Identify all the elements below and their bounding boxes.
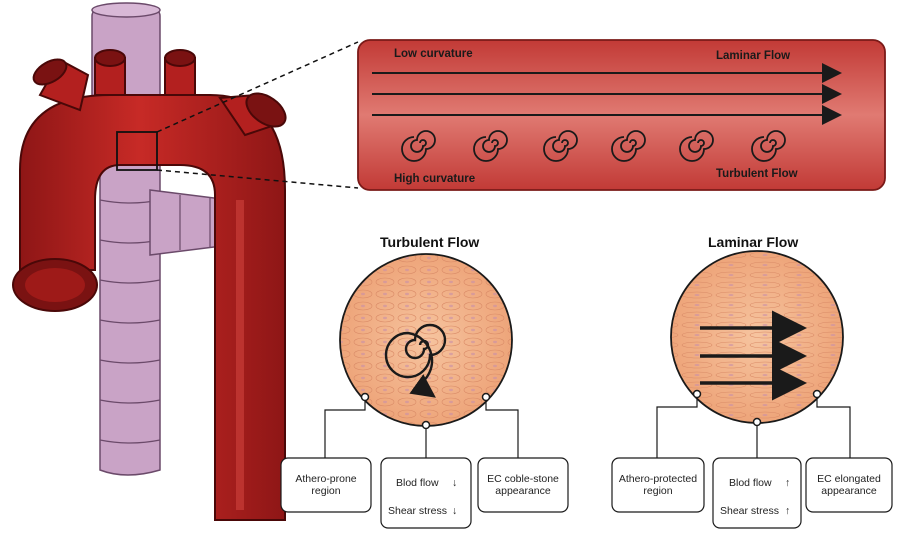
high-curvature-label: High curvature (394, 173, 475, 185)
laminar-blood-flow-arrow: ↑ (785, 477, 790, 489)
coble-stone-label: EC coble-stone appearance (478, 458, 568, 512)
elongated-label: EC elongated appearance (806, 458, 892, 512)
laminar-flow-stress-box (713, 458, 801, 528)
laminar-shear-stress-label: Shear stress (720, 505, 779, 517)
turbulent-shear-stress-label: Shear stress (388, 505, 447, 517)
turbulent-blood-flow-arrow: ↓ (452, 477, 457, 489)
turbulent-flow-stress-box (381, 458, 471, 528)
athero-prone-label: Athero-prone region (281, 458, 371, 512)
turbulent-panel-title: Turbulent Flow (380, 234, 479, 250)
turbulent-flow-label: Turbulent Flow (716, 168, 798, 180)
laminar-panel: Laminar Flow Athero-protected region Blo… (612, 234, 892, 528)
turbulent-shear-stress-arrow: ↓ (452, 505, 457, 517)
turbulent-panel: Turbulent Flow Athero-prone region Blod … (281, 234, 568, 528)
laminar-shear-stress-arrow: ↑ (785, 505, 790, 517)
aorta-illustration (13, 3, 291, 520)
laminar-flow-label: Laminar Flow (716, 50, 790, 62)
laminar-blood-flow-label: Blod flow (729, 477, 772, 489)
zoom-box: Low curvature High curvature Laminar Flo… (358, 40, 885, 190)
low-curvature-label: Low curvature (394, 48, 473, 60)
athero-protected-label: Athero-protected region (612, 458, 704, 512)
turbulent-blood-flow-label: Blod flow (396, 477, 439, 489)
laminar-panel-title: Laminar Flow (708, 234, 798, 250)
